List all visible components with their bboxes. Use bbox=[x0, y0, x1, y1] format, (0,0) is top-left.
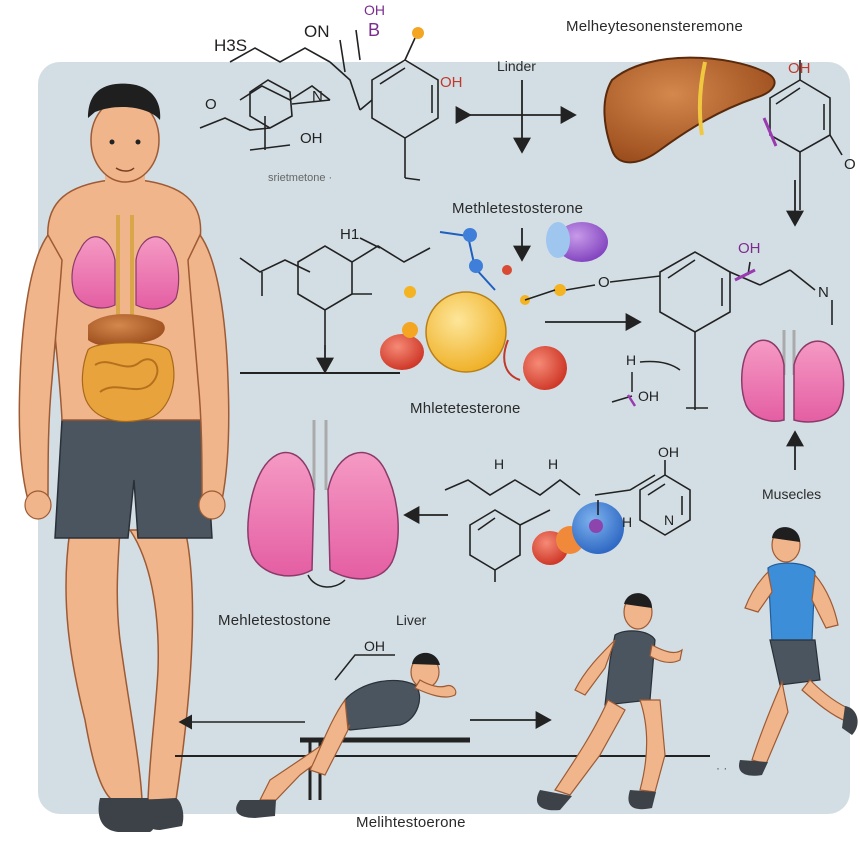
chem-b: B bbox=[368, 20, 381, 40]
chem-oh1: OH bbox=[300, 130, 323, 147]
chem-oh-right: OH bbox=[440, 74, 463, 91]
atom-yellow-big bbox=[425, 291, 507, 373]
molecule-right-ring bbox=[659, 251, 833, 410]
molecule-top-left bbox=[199, 29, 439, 181]
atom-red-left bbox=[380, 334, 424, 370]
liver-label-bracket bbox=[334, 654, 395, 681]
label-liver: Liver bbox=[396, 612, 427, 628]
atom-yellow-small-1 bbox=[404, 286, 416, 298]
label-center-mid: Mhletetesterone bbox=[410, 400, 521, 417]
chem-oh-bottom-right: OH bbox=[658, 444, 679, 460]
standing-figure bbox=[18, 83, 230, 832]
chem-oh-top-right: OH bbox=[788, 60, 811, 77]
atom-orange-small bbox=[412, 27, 424, 39]
atom-blue-light bbox=[546, 222, 570, 258]
cross-arrows-top bbox=[455, 80, 577, 154]
lungs-center bbox=[247, 420, 399, 588]
dots-mark: · · bbox=[716, 761, 727, 775]
label-muscles: Musecles bbox=[762, 486, 822, 502]
chem-o-right: O bbox=[844, 156, 856, 173]
chem-oh-small: OH bbox=[638, 388, 659, 404]
label-center-top: Methletestosterone bbox=[452, 200, 584, 217]
chem-n-bottom-right: N bbox=[664, 512, 675, 528]
label-bottom-left: Mehletestostone bbox=[218, 612, 332, 629]
atom-blue-1 bbox=[463, 228, 477, 242]
bond-purple-2 bbox=[734, 268, 756, 282]
athlete-crouching bbox=[236, 652, 457, 818]
liver-ligament bbox=[697, 61, 707, 136]
chem-oh-liver: OH bbox=[364, 638, 385, 654]
chem-h-b1: H bbox=[494, 456, 505, 472]
arrow-red-curve bbox=[503, 339, 521, 381]
chem-o-mid: O bbox=[598, 274, 610, 291]
molecule-bottom-middle bbox=[444, 460, 691, 582]
chem-o1: O bbox=[205, 96, 217, 113]
chem-h-b2: H bbox=[548, 456, 559, 472]
lungs-right bbox=[741, 330, 845, 423]
label-small-caption: srietmetone · bbox=[268, 172, 333, 184]
chem-n1: N bbox=[312, 88, 323, 105]
bond-purple bbox=[762, 117, 778, 147]
atom-orange-left bbox=[402, 322, 418, 338]
atom-blue-2 bbox=[469, 259, 483, 273]
chem-oh-mid: OH bbox=[738, 240, 761, 257]
chem-n-mid: N bbox=[818, 284, 829, 301]
chem-h-small: H bbox=[626, 352, 637, 368]
molecule-mid-left bbox=[239, 237, 431, 345]
chem-h3s: H3S bbox=[214, 36, 248, 55]
label-top-right: Melheytesonensteremone bbox=[566, 18, 744, 35]
liver-organ bbox=[603, 56, 776, 164]
atom-red-small bbox=[502, 265, 512, 275]
chem-b-top: OH bbox=[364, 2, 385, 18]
chem-h-bottom-right: H bbox=[622, 514, 633, 530]
molecule-center-right-bonds bbox=[524, 275, 661, 301]
atom-yellow-small-3 bbox=[554, 284, 566, 296]
atom-purple-small bbox=[589, 519, 603, 533]
label-linder: Linder bbox=[497, 58, 536, 74]
chem-on: ON bbox=[304, 22, 330, 41]
bond-purple-3 bbox=[626, 394, 637, 407]
athlete-blue-tank bbox=[738, 527, 858, 776]
atom-purple bbox=[556, 222, 608, 262]
atom-red-right bbox=[523, 346, 567, 390]
label-bottom-center: Melihtestoerone bbox=[356, 814, 466, 831]
athlete-running bbox=[536, 593, 683, 811]
chem-h1: H1 bbox=[340, 226, 360, 243]
background-panel bbox=[38, 62, 850, 814]
